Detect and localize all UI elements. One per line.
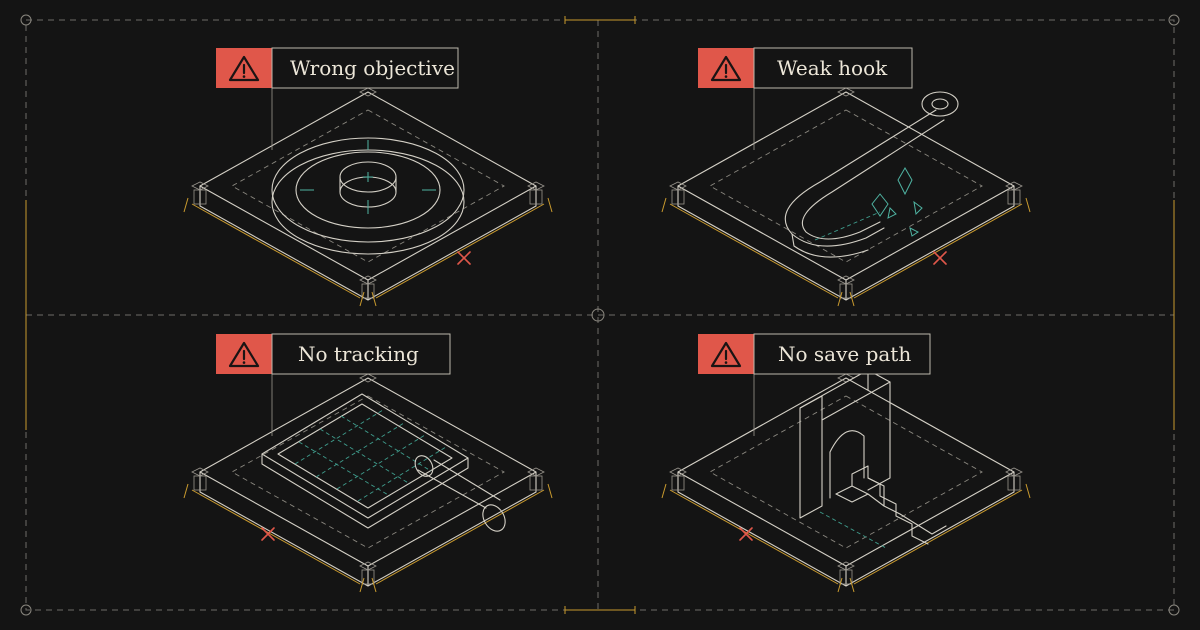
corner-mark: [1168, 14, 1180, 26]
panel-label: Wrong objective: [290, 56, 455, 80]
panel-no-save-path: No save path: [661, 332, 1031, 593]
warning-icon: [696, 332, 756, 376]
error-x-mark: [933, 251, 947, 265]
center-crosshair: [591, 308, 605, 322]
corner-mark: [1168, 604, 1180, 616]
corner-mark: [20, 14, 32, 26]
warning-icon: [214, 332, 274, 376]
panel-label: No save path: [778, 342, 911, 366]
error-x-mark: [739, 527, 753, 541]
warning-icon: [214, 46, 274, 90]
panel-no-tracking: No tracking: [183, 332, 553, 593]
warning-icon: [696, 46, 756, 90]
top-dimension: [564, 16, 636, 24]
corner-mark: [20, 604, 32, 616]
panel-label: Weak hook: [777, 56, 888, 80]
panel-wrong-objective: Wrong objective: [183, 46, 553, 307]
error-x-mark: [261, 527, 275, 541]
panel-weak-hook: Weak hook: [661, 46, 1031, 307]
panel-label: No tracking: [298, 342, 419, 366]
error-x-mark: [457, 251, 471, 265]
bottom-dimension: [564, 606, 636, 614]
